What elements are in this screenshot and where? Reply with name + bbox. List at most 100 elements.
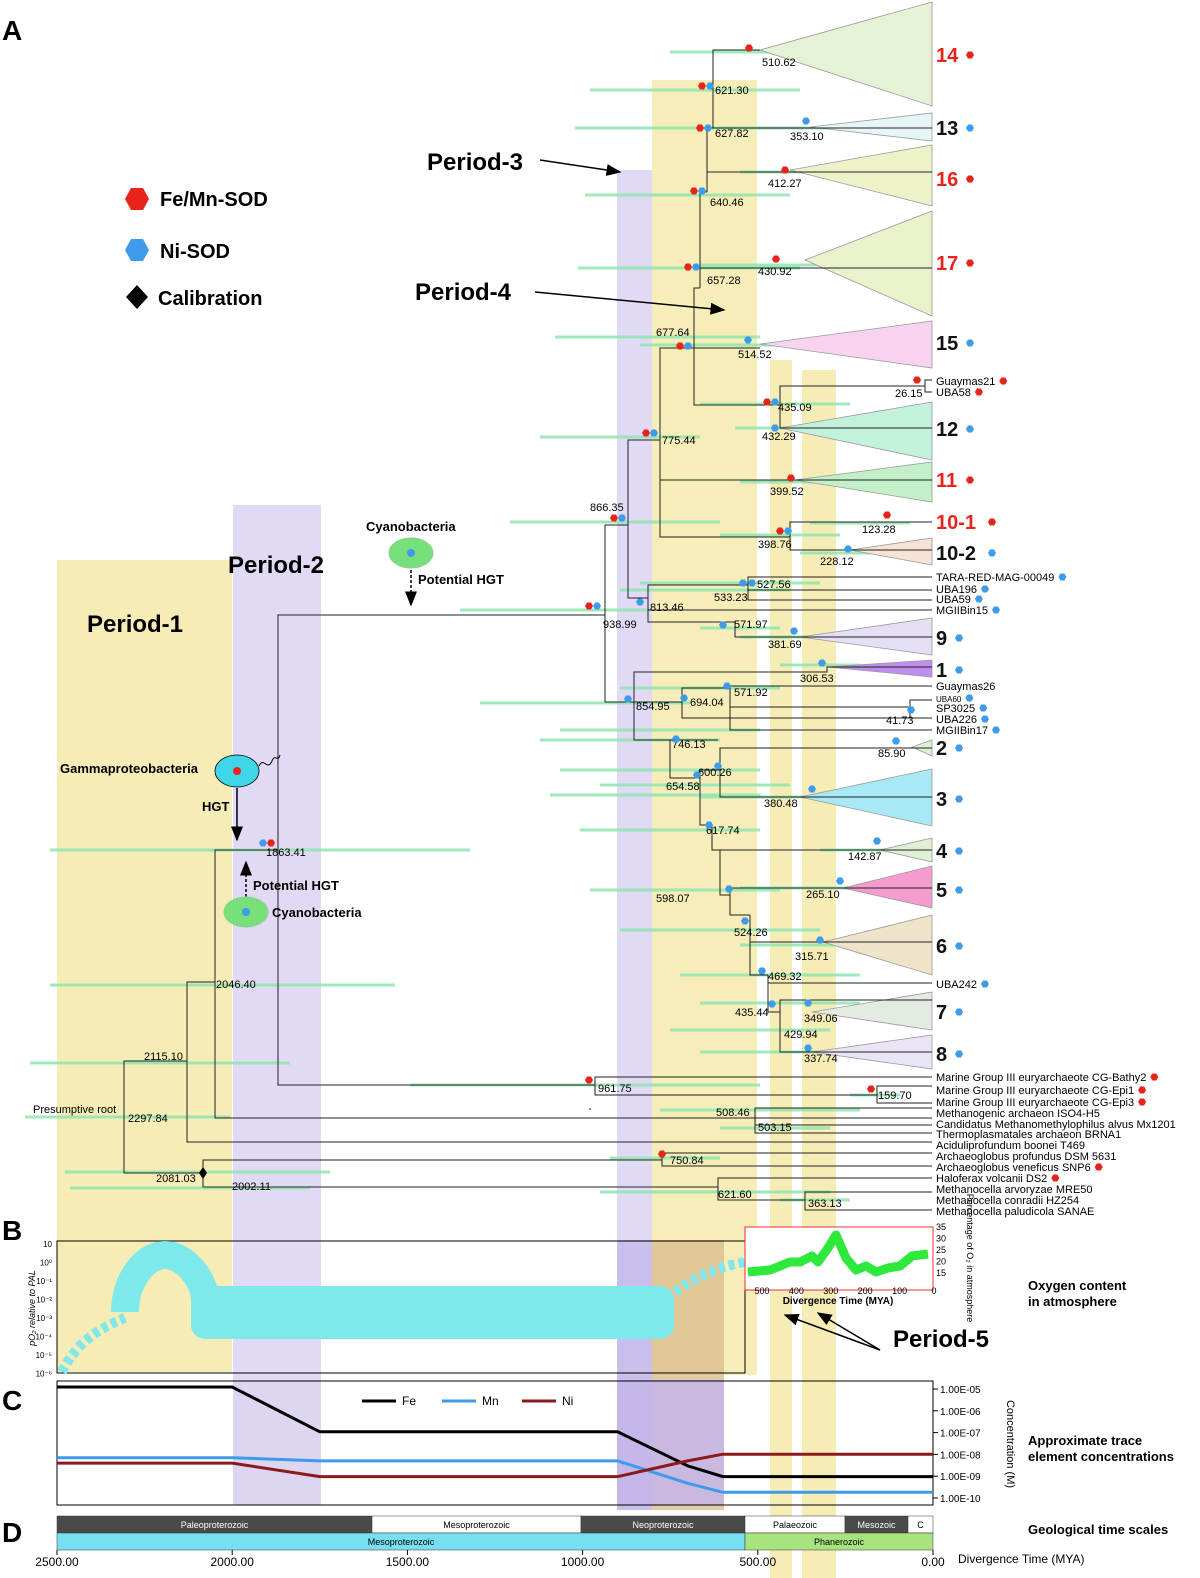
node-age-label: 337.74 [804, 1053, 838, 1065]
eon-label: Mesoproterozoic [368, 1537, 435, 1547]
node-age-label: 524.26 [734, 927, 768, 939]
period4-label: Period-4 [415, 279, 512, 306]
panel-b-frame [56, 1240, 746, 1374]
node-age-label: 2046.40 [216, 979, 256, 991]
period2-band-c [233, 1380, 321, 1505]
ni-sod-hexagon-icon [692, 263, 700, 271]
panel-c-caption-1: Approximate trace [1028, 1433, 1142, 1448]
clade-label: 10-1 [936, 512, 976, 534]
period5-arrow-a [783, 1314, 881, 1351]
panel-b-caption-1: Oxygen content [1028, 1278, 1127, 1293]
node-age-label: 2002.11 [232, 1181, 271, 1193]
ni-sod-hexagon-icon [593, 602, 601, 610]
taxon-label: Marine Group III euryarchaeote CG-Bathy2 [936, 1072, 1146, 1084]
fe-mn-sod-hexagon-icon [776, 527, 784, 535]
node-age-label: 353.10 [790, 131, 824, 143]
ni-sod-hexagon-icon [818, 659, 826, 667]
panel-b-caption-2: in atmosphere [1028, 1294, 1117, 1309]
ni-sod-hexagon-icon [966, 339, 974, 347]
clade-5-triangle [842, 865, 933, 909]
fe-mn-sod-hexagon-icon [999, 377, 1008, 385]
ni-sod-hexagon-icon [771, 424, 779, 432]
fe-mn-sod-hexagon-icon [698, 82, 706, 90]
panel-c-yticks: 1.00E-051.00E-061.00E-071.00E-081.00E-09… [933, 1385, 981, 1505]
era-label: Mesozoic [857, 1520, 896, 1530]
clade-13-triangle [809, 112, 933, 142]
panel-c-frame [56, 1380, 934, 1506]
period3-arrow [539, 159, 622, 176]
oxygen-band-phanerozoic-dashed [656, 1257, 746, 1309]
ni-sod-hexagon-icon [955, 847, 963, 855]
node-age-label: 123.28 [862, 524, 896, 536]
era-label: C [917, 1520, 924, 1530]
ni-sod-hexagon-icon [650, 429, 658, 437]
panel-b-ytick: 10⁻⁴ [35, 1333, 52, 1342]
node-age-label: 142.87 [848, 851, 882, 863]
panel-b-ylabel: pO₂ relative to PAL [27, 1270, 37, 1347]
series-line-mn [57, 1456, 933, 1494]
legend: Fe/Mn-SOD Ni-SOD Calibration [125, 188, 268, 310]
clade-label: 3 [936, 789, 947, 811]
taxon-label: Marine Group III euryarchaeote CG-Epi3 [936, 1097, 1134, 1109]
panel-c-ytick: 1.00E-10 [940, 1494, 981, 1505]
taxon-label: UBA242 [936, 979, 977, 991]
clade-17-triangle [803, 210, 933, 317]
node-age-label: 617.74 [706, 825, 740, 837]
legend-calibration-label: Calibration [158, 288, 262, 310]
ni-sod-hexagon-icon [723, 682, 731, 690]
node-age-label: 503.15 [758, 1122, 792, 1134]
fe-mn-sod-hexagon-icon [966, 476, 974, 484]
panel-c-ytick: 1.00E-09 [940, 1472, 981, 1483]
clade-label: 5 [936, 880, 947, 902]
clade-label: 16 [936, 169, 958, 191]
period4-arrow [534, 291, 726, 315]
taxon-label: UBA60 [936, 695, 962, 704]
o2-inset-curve [747, 1230, 929, 1277]
node-age-label: 429.94 [784, 1029, 818, 1041]
o2-inset-ytick: 25 [936, 1245, 946, 1255]
taxon-label: Methanocella arvoryzae MRE50 [936, 1184, 1093, 1196]
ni-sod-hexagon-icon [907, 706, 915, 714]
node-age-label: 657.28 [707, 275, 741, 287]
node-age-label: 2115.10 [144, 1051, 183, 1063]
panel-c-trace-elements: 1.00E-051.00E-061.00E-071.00E-081.00E-09… [56, 1380, 1174, 1506]
fe-mn-sod-hexagon-icon [696, 124, 704, 132]
taxon-label: UBA196 [936, 584, 977, 596]
node-age-label: 435.44 [735, 1007, 769, 1019]
node-age-label: 381.69 [768, 639, 802, 651]
hgt-label: HGT [202, 799, 230, 814]
o2-inset-ytick: 15 [936, 1268, 946, 1278]
hpd-bars [25, 50, 910, 1202]
ni-sod-hexagon-icon [804, 999, 812, 1007]
node-age-label: 265.10 [806, 889, 840, 901]
fe-mn-sod-hexagon-icon [966, 175, 974, 183]
ni-sod-hexagon-icon [955, 744, 963, 752]
node-age-label: 600.26 [698, 767, 732, 779]
legend-fe-label: Fe/Mn-SOD [160, 189, 268, 211]
ni-sod-hexagon-icon [802, 117, 810, 125]
o2-inset-xtick: 200 [858, 1286, 873, 1296]
clade-11-triangle [794, 461, 933, 503]
ni-sod-hexagon-icon [719, 621, 727, 629]
panel-b-ytick: 10⁰ [40, 1259, 52, 1268]
ni-sod-hexagon-icon [758, 967, 766, 975]
period4-band [652, 80, 757, 1375]
taxon-label: UBA226 [936, 714, 977, 726]
ni-sod-hexagon-icon [844, 545, 852, 553]
clade-label: 10-2 [936, 543, 976, 565]
panel-label-a: A [2, 15, 22, 46]
panel-d-xtick: 1500.00 [386, 1555, 430, 1569]
clade-label: 9 [936, 628, 947, 650]
fe-mn-sod-hexagon-icon [658, 1150, 666, 1158]
node-age-label: 854.95 [636, 701, 670, 713]
panel-b-ytick: 10 [43, 1240, 52, 1249]
node-age-label: 349.06 [804, 1013, 838, 1025]
taxon-label: Methanocella paludicola SANAE [936, 1206, 1094, 1218]
potential-hgt-label-lower: Potential HGT [253, 878, 339, 893]
o2-inset-xtick: 0 [931, 1286, 936, 1296]
taxon-label: Haloferax volcanii DS2 [936, 1173, 1047, 1185]
panel-b-ytick: 10⁻⁶ [36, 1370, 52, 1379]
ni-sod-hexagon-icon [706, 82, 714, 90]
